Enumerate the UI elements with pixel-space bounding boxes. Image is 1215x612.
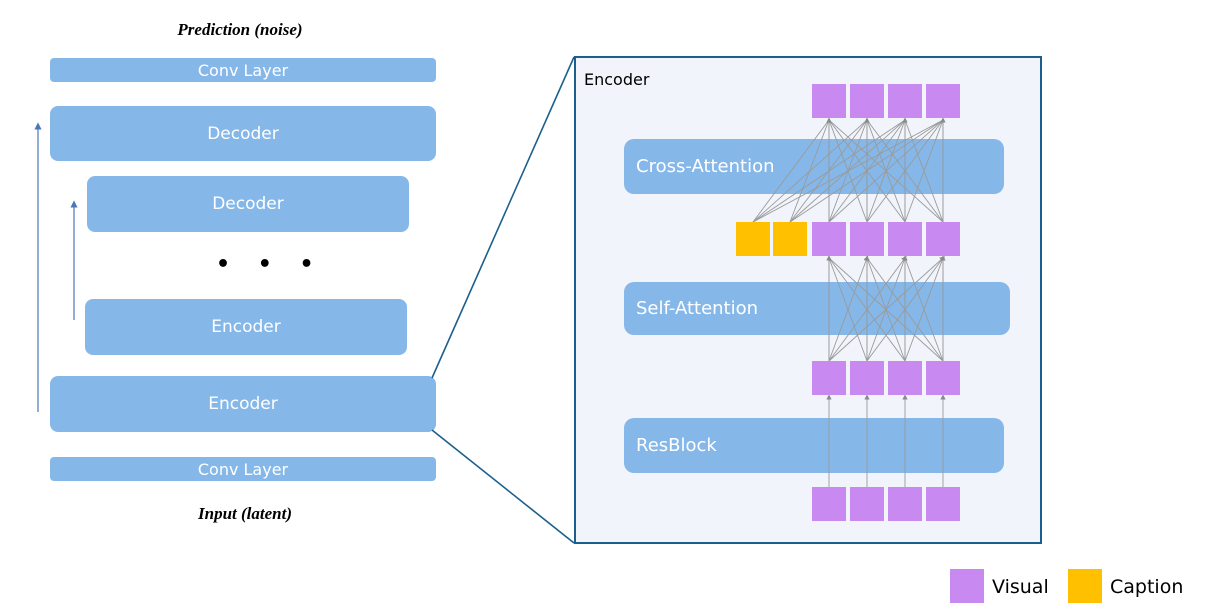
visual-token <box>850 487 884 521</box>
attention-edge <box>828 257 868 362</box>
visual-token <box>888 84 922 118</box>
legend-visual-label: Visual <box>992 576 1049 598</box>
visual-token <box>812 487 846 521</box>
legend-visual-swatch <box>950 569 984 603</box>
visual-token <box>812 222 846 256</box>
attention-edge <box>752 119 830 223</box>
attention-edge <box>752 119 944 223</box>
resblock-block: ResBlock <box>624 418 1004 473</box>
attention-edge <box>828 119 944 223</box>
zoom-line-top <box>431 56 575 379</box>
visual-token <box>888 222 922 256</box>
visual-token <box>926 84 960 118</box>
legend-caption-swatch <box>1068 569 1102 603</box>
visual-token <box>926 222 960 256</box>
encoder-block-inner: Encoder <box>85 299 407 355</box>
prediction-label: Prediction (noise) <box>177 20 303 39</box>
conv-layer-bottom: Conv Layer <box>50 457 436 481</box>
attention-edge <box>904 119 944 223</box>
cross-attention-block: Cross-Attention <box>624 139 1004 194</box>
ellipsis: • • • <box>216 252 324 277</box>
visual-token <box>850 361 884 395</box>
input-label: Input (latent) <box>198 504 292 523</box>
encoder-detail-title: Encoder <box>584 70 650 89</box>
attention-edge <box>752 119 868 223</box>
visual-token <box>812 361 846 395</box>
conv-layer-top: Conv Layer <box>50 58 436 82</box>
caption-token <box>736 222 770 256</box>
decoder-block-inner: Decoder <box>87 176 409 232</box>
visual-token <box>926 487 960 521</box>
self-attention-block: Self-Attention <box>624 282 1010 335</box>
attention-edge <box>789 119 944 223</box>
caption-token <box>773 222 807 256</box>
decoder-block-outer: Decoder <box>50 106 436 161</box>
attention-edge <box>828 257 944 362</box>
visual-token <box>812 84 846 118</box>
visual-token <box>926 361 960 395</box>
attention-edge <box>904 257 944 362</box>
legend-caption-label: Caption <box>1110 576 1184 598</box>
visual-token <box>850 84 884 118</box>
visual-token <box>850 222 884 256</box>
encoder-block-outer: Encoder <box>50 376 436 432</box>
visual-token <box>888 361 922 395</box>
visual-token <box>888 487 922 521</box>
zoom-line-bottom <box>431 429 575 544</box>
